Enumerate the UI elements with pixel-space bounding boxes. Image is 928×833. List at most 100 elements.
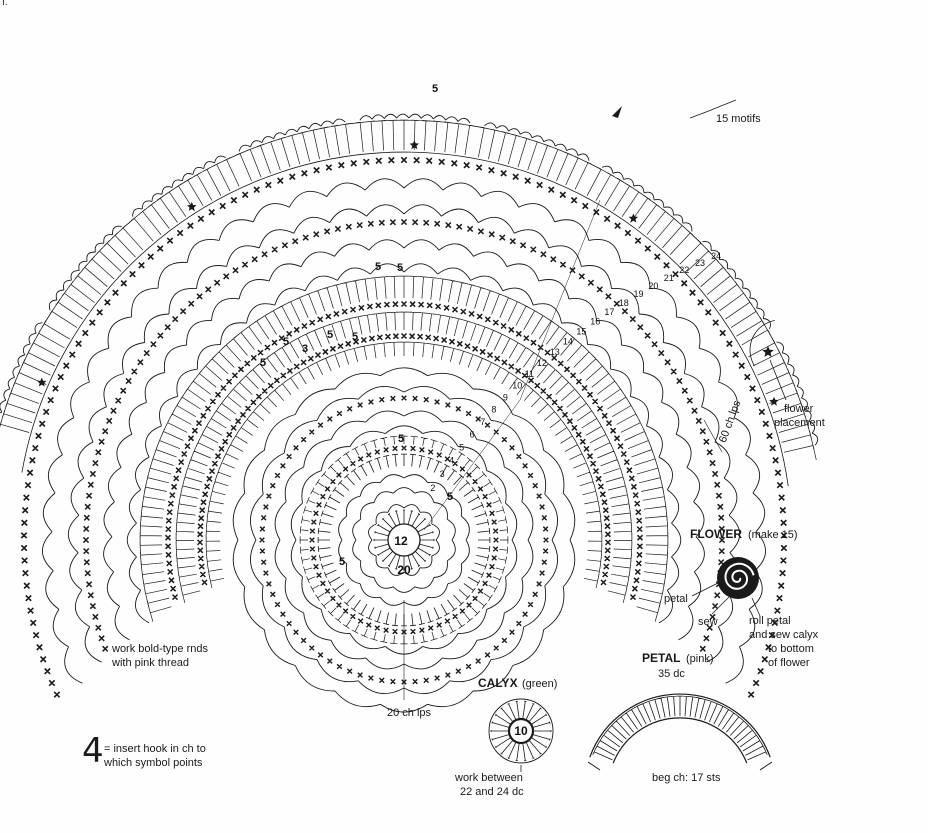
roll-leader-line [751,597,761,617]
flower-placement-label-2: placement [774,417,825,429]
motif-picot-edge [132,155,226,217]
loop-ring-21 [42,178,766,684]
round-number-label: 5 [327,329,333,341]
flower-leader-line [769,359,787,401]
ch-lps-20-label: 20 ch lps [387,707,432,719]
pink-thread-note-2: with pink thread [112,657,190,669]
legend-text-1: = insert hook in ch to [104,743,206,755]
motif-picot-edge [601,165,693,232]
motif-dc-fan [0,311,70,433]
row-number-label: 2 [430,483,435,493]
motif-dc-fan [122,153,241,242]
row-number-label: 24 [711,251,721,261]
row-number-label: 10 [512,381,522,391]
petal-dc-stitches [592,695,768,761]
row-number-label: 19 [633,289,643,299]
motif-picot-edge [48,225,122,311]
bold-sc-ring-19 [82,218,726,652]
row-number-label: 23 [695,258,705,268]
flower-placement-star [769,396,779,406]
round-number-label: 5 [447,491,453,503]
flower-roll-3: to bottom [768,643,814,655]
loop-ring-8 [274,410,534,670]
loop-ring-20 [67,204,741,663]
loop-ring-17 [126,263,682,624]
row-number-label: 12 [537,358,547,368]
petal-title-note: (pink) [686,653,714,665]
motif-picot-edge [484,122,590,161]
row-number-label: 17 [604,307,614,317]
petal-outer-arc [589,693,771,758]
row-number-label: 3 [440,469,445,479]
flower-placement-star [409,140,420,150]
flower-placement-star [187,201,197,211]
bold-sc-ring-5 [309,445,499,635]
row-number-label: 18 [619,298,629,308]
loop-ring-18 [103,239,705,641]
dc-ring-4 [317,453,491,627]
center-dc-ring [373,509,435,571]
center-ring-12: 12 [394,534,408,548]
petal-title: PETAL [642,651,681,665]
row-number-label: 16 [590,317,600,327]
legend-hook-symbol: 4 [82,731,104,771]
round-number-label: 5 [398,433,404,445]
ch60-leader-line [703,419,723,453]
flower-roll-1: roll petal [749,615,791,627]
motif-dc-fan [226,121,361,182]
calyx-center-ring [507,717,535,745]
dc-ring-16 [139,275,669,622]
flower-title-note: (make 15) [748,529,798,541]
calyx-center-10: 10 [514,724,528,738]
dc-ring-14 [175,311,633,603]
center-loop-ring-2 [352,487,456,593]
center-loop-ring-3 [338,474,470,606]
flower-callout-star [762,346,774,357]
flower-callout-fan [749,320,775,366]
center-loop-ring-1 [368,504,440,576]
corner-mark: ı. [2,0,8,8]
row-number-label: 13 [550,347,560,357]
round-number-label: 5 [339,556,345,568]
row-number-label: 5 [459,442,464,452]
row-number-label: 22 [679,265,689,275]
round-number-label: 5 [397,262,403,274]
petal-beg-ch: beg ch: 17 sts [652,772,721,784]
bold-sc-ring-9 [259,395,549,685]
loop-ring-10 [250,386,558,694]
dc-ring-12 [205,341,603,588]
row-number-label: 15 [576,326,586,336]
pink-thread-note-1: work bold-type rnds [112,643,208,655]
petal-end-marks [587,761,773,771]
round-number-label: 5 [260,357,266,369]
bold-sc-ring-22 [20,156,788,698]
bold-sc-ring-15 [164,300,644,601]
petal-inner-arc [612,717,748,764]
motif-dc-fan [586,162,702,256]
motifs-leader-line [689,99,737,119]
flower-title: FLOWER [690,527,742,541]
row-number-label: 4 [449,456,454,466]
petal-count: 35 dc [658,668,685,680]
motif-picot-edge [359,113,471,124]
dc-ring-6 [299,435,509,645]
row-number-label: 8 [491,405,496,415]
flower-roll-2: and sew calyx [749,629,819,641]
flower-petal-label: petal [664,593,688,605]
bold-sc-ring-13 [196,332,612,586]
calyx-outer-ring [488,698,554,764]
flower-sew-label: sew [698,616,718,628]
calyx-title-note: (green) [522,678,558,690]
flower-spiral [724,562,755,590]
motif-base-line [21,151,789,487]
sew-leader-line [711,595,731,615]
row-number-label: 21 [664,273,674,283]
flower-placement-star [37,377,47,387]
calyx-title: CALYX [478,676,518,690]
calyx-note-2: 22 and 24 dc [460,786,524,798]
round-number-label: 3 [302,343,308,355]
row-number-label: 9 [503,392,508,402]
motif-dc-fan [469,124,602,190]
